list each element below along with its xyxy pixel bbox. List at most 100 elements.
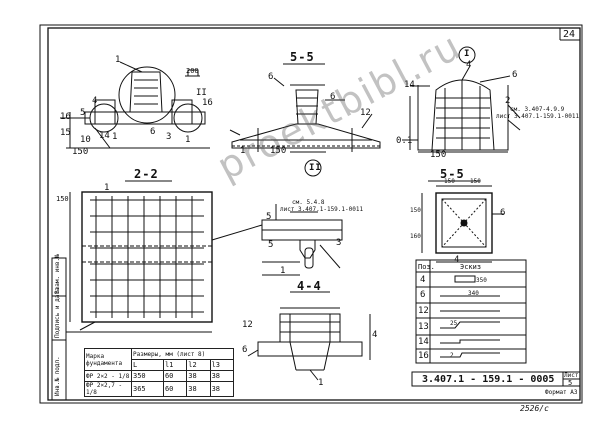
label: 6 bbox=[500, 208, 506, 218]
label: 6 bbox=[150, 127, 156, 137]
side-stamp-inv: Инв.№ подл. bbox=[54, 356, 61, 396]
title-block-lines bbox=[411, 371, 581, 387]
label: 1 bbox=[115, 55, 121, 65]
side-stamp-replace: Взам. инв.№ bbox=[54, 254, 61, 294]
label: 0.1 bbox=[396, 136, 413, 146]
label: 14 bbox=[404, 80, 415, 90]
label: 150 bbox=[410, 207, 421, 214]
spec-row-pos: 16 bbox=[418, 351, 429, 361]
spec-header-sketch: Эскиз bbox=[460, 263, 482, 271]
label: 4 bbox=[454, 255, 460, 265]
section-title-5-5-top: 5-5 bbox=[290, 50, 315, 64]
spec-row-pos: 13 bbox=[418, 322, 429, 332]
spec-header-pos: Поз. bbox=[418, 263, 435, 271]
document-code: 3.407.1 - 159.1 - 0005 bbox=[422, 374, 555, 385]
spec-dim: 350 bbox=[476, 277, 487, 284]
label: 2 bbox=[505, 96, 511, 106]
format-label: Формат А3 bbox=[545, 389, 578, 396]
label: II bbox=[196, 88, 207, 98]
label: 150 bbox=[470, 178, 481, 185]
dims-sub-header: l3 bbox=[209, 359, 235, 371]
value-cell: 365 bbox=[131, 381, 164, 397]
value-cell: 60 bbox=[162, 370, 188, 382]
section-2-2-plan bbox=[66, 180, 263, 333]
value-cell: 38 bbox=[209, 381, 235, 397]
label: 4 bbox=[92, 96, 98, 106]
section-4-4 bbox=[247, 291, 371, 381]
label: 1 bbox=[240, 146, 246, 156]
label: 6 bbox=[512, 70, 518, 80]
label: 4 bbox=[466, 60, 472, 70]
label: 200 bbox=[186, 67, 199, 75]
value-cell: 38 bbox=[186, 370, 211, 382]
page-number: 24 bbox=[563, 29, 576, 40]
detail-I bbox=[402, 46, 521, 153]
section-title-4-4: 4-4 bbox=[297, 279, 322, 293]
label: 5 bbox=[266, 212, 272, 222]
label: 1 bbox=[104, 183, 110, 193]
mark-table: Марка фундамента Размеры, мм (лист 8) L … bbox=[84, 348, 235, 397]
label: 10 bbox=[80, 135, 91, 145]
side-stamp-signature: Подпись и дата bbox=[54, 287, 61, 338]
spec-dim: 340 bbox=[468, 290, 479, 297]
spec-row-pos: 12 bbox=[418, 306, 429, 316]
label: 6 bbox=[268, 72, 274, 82]
mark-col-header: Марка фундамента bbox=[84, 348, 132, 371]
label: 150 bbox=[56, 195, 69, 203]
section-title-5-5-bottom: 5-5 bbox=[440, 167, 465, 181]
label: см. 3.407-4.9.9 bbox=[510, 106, 565, 113]
label: 3 bbox=[336, 238, 342, 248]
label: 1 bbox=[185, 135, 191, 145]
label: 6 bbox=[242, 345, 248, 355]
label: 150 bbox=[430, 150, 447, 160]
value-cell: 38 bbox=[186, 381, 211, 397]
dims-sub-header: L bbox=[131, 359, 164, 371]
label: 1 bbox=[280, 266, 286, 276]
label: 14 bbox=[99, 131, 110, 141]
label: 5 bbox=[268, 240, 274, 250]
outer-frame bbox=[39, 24, 583, 404]
label: 12 bbox=[360, 108, 371, 118]
label: 4 bbox=[372, 330, 378, 340]
sheet-label: Лист bbox=[564, 372, 579, 379]
sheet-number: 5 bbox=[568, 379, 573, 387]
label: 1 bbox=[318, 378, 324, 388]
inner-frame bbox=[47, 27, 581, 401]
label: лист 3.407.1-159.1-0011 bbox=[496, 113, 580, 120]
section-title-I: I bbox=[464, 49, 471, 59]
label: 16 bbox=[60, 112, 71, 122]
dims-sub-header: l2 bbox=[186, 359, 211, 371]
drawing-number: 2526/с bbox=[520, 404, 549, 413]
spec-dim: 25 bbox=[450, 320, 458, 327]
section-5-5-bottom bbox=[421, 180, 504, 263]
dims-col-header: Размеры, мм (лист 8) bbox=[131, 348, 234, 360]
spec-row-pos: 14 bbox=[418, 337, 429, 347]
mark-cell: ФР 2×2,7 - 1/8 bbox=[84, 381, 132, 397]
spec-table-lines bbox=[415, 259, 527, 364]
value-cell: 60 bbox=[162, 381, 188, 397]
label: 16 bbox=[202, 98, 213, 108]
table-row: ФР 2×2 - 1/8 350 60 38 38 bbox=[84, 370, 235, 382]
label: 5 bbox=[80, 108, 86, 118]
table-row: ФР 2×2,7 - 1/8 365 60 38 38 bbox=[84, 381, 235, 397]
label: 15 bbox=[60, 128, 71, 138]
section-title-II: II bbox=[309, 163, 322, 173]
spec-dim: 2 bbox=[450, 352, 454, 359]
label: см. 5.4.8 bbox=[292, 199, 325, 206]
spec-row-pos: 6 bbox=[420, 290, 426, 300]
label: 12 bbox=[242, 320, 253, 330]
label: 150 bbox=[270, 146, 287, 156]
label: 6 bbox=[330, 92, 336, 102]
label: 150 bbox=[72, 147, 89, 157]
general-view bbox=[60, 61, 210, 149]
detail-II bbox=[261, 159, 343, 276]
label: 3 bbox=[166, 132, 172, 142]
label: лист 3.407.1-159.1-0011 bbox=[280, 206, 364, 213]
spec-row-pos: 4 bbox=[420, 275, 426, 285]
mark-cell: ФР 2×2 - 1/8 bbox=[84, 370, 132, 382]
value-cell: 38 bbox=[209, 370, 235, 382]
label: 1 bbox=[112, 132, 118, 142]
value-cell: 350 bbox=[131, 370, 164, 382]
